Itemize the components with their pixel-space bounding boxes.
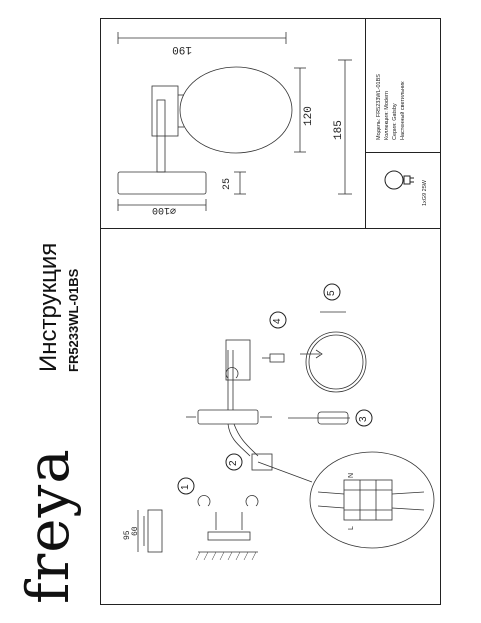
step-1-label: 1 — [180, 484, 191, 490]
spec-divider — [365, 18, 366, 228]
step-2-marker — [225, 453, 243, 471]
step-4-marker — [269, 311, 287, 329]
step-3-label: 3 — [358, 416, 369, 422]
spec-divider-inner — [365, 152, 441, 153]
step-5-marker — [323, 283, 341, 301]
wire-neutral-label: N — [348, 472, 355, 478]
step-3-marker — [355, 409, 373, 427]
frame-divider — [100, 228, 441, 229]
dim-mount-height: 95 — [123, 530, 132, 540]
bulb-icon — [384, 170, 414, 190]
step-5-label: 5 — [326, 290, 337, 296]
step-4-label: 4 — [272, 318, 283, 324]
step-1-marker — [177, 477, 195, 495]
dim-mount-offset: 60 — [131, 526, 140, 536]
wire-live-label: L — [348, 526, 355, 530]
drawing-frame — [100, 18, 441, 605]
step-2-label: 2 — [228, 460, 239, 466]
